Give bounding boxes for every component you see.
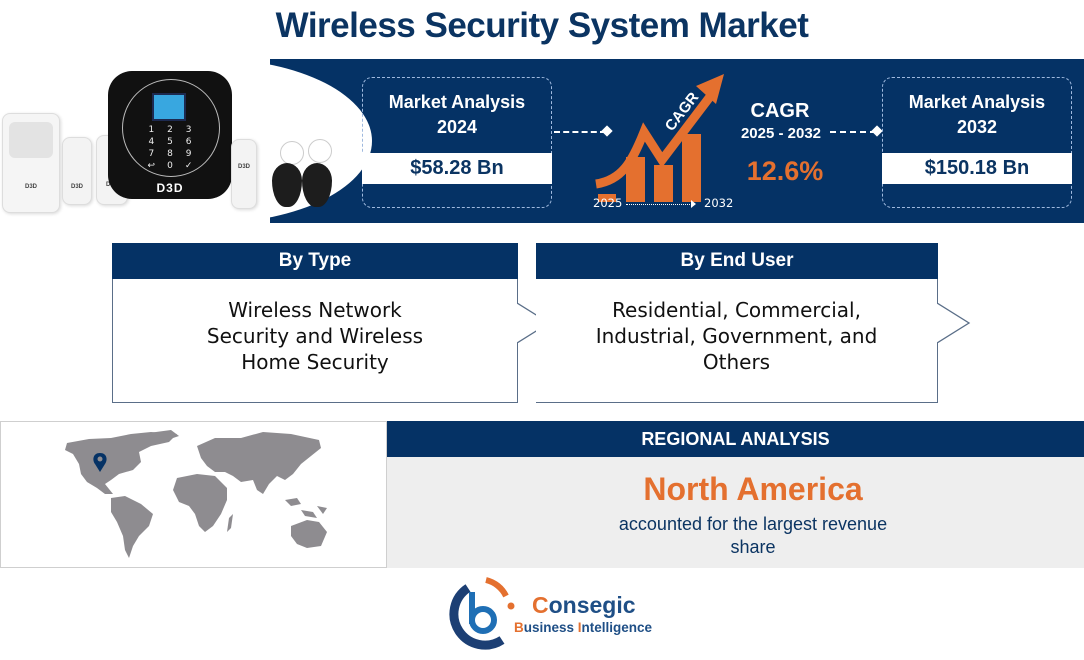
regional-analysis-heading: REGIONAL ANALYSIS bbox=[387, 421, 1084, 457]
market-2024-label: Market Analysis bbox=[388, 92, 526, 112]
region-name: North America bbox=[643, 471, 863, 507]
regional-analysis-body: North America accounted for the largest … bbox=[387, 457, 1084, 568]
hub-screen bbox=[152, 93, 186, 121]
segment-text: Wireless Network Security and Wireless H… bbox=[206, 298, 424, 374]
segment-pointer-icon bbox=[937, 303, 971, 343]
key-fob-1 bbox=[272, 163, 302, 207]
world-map-panel bbox=[0, 421, 387, 568]
consegic-logo: Consegic Business Intelligence bbox=[446, 574, 666, 654]
world-map-icon bbox=[65, 430, 327, 558]
market-2032-value: $150.18 Bn bbox=[882, 153, 1072, 184]
cagr-growth-chart-icon: CAGR bbox=[592, 72, 742, 217]
key-fob-2 bbox=[302, 163, 332, 207]
region-description: accounted for the largest revenue share bbox=[618, 514, 888, 557]
small-sensor: D3D bbox=[231, 139, 257, 209]
consegic-logo-mark-icon bbox=[449, 577, 515, 650]
market-2024-card: Market Analysis 2024 $58.28 Bn bbox=[362, 77, 552, 208]
cagr-axis-start: 2025 bbox=[593, 196, 623, 210]
logo-tagline: Business Intelligence bbox=[514, 620, 653, 635]
cagr-value: 12.6% bbox=[746, 156, 824, 186]
market-2032-card: Market Analysis 2032 $150.18 Bn bbox=[882, 77, 1072, 208]
segment-text: Residential, Commercial, Industrial, Gov… bbox=[595, 298, 878, 374]
cagr-heading: CAGR bbox=[750, 100, 810, 122]
location-pin-icon bbox=[93, 453, 107, 472]
page-title: Wireless Security System Market bbox=[275, 6, 809, 45]
alarm-hub: 1 2 3 4 5 6 7 8 9 ↩ 0 ✓ D3D bbox=[108, 71, 232, 199]
segment-heading: By End User bbox=[536, 243, 938, 279]
market-2024-value: $58.28 Bn bbox=[362, 153, 552, 184]
segment-body: Wireless Network Security and Wireless H… bbox=[112, 279, 518, 403]
door-sensor-1: D3D bbox=[62, 137, 92, 205]
fob-ring-1 bbox=[280, 141, 304, 165]
market-2024-year: 2024 bbox=[436, 117, 478, 137]
fob-ring-2 bbox=[308, 139, 332, 163]
segment-body: Residential, Commercial, Industrial, Gov… bbox=[536, 279, 938, 403]
arrow-right-icon bbox=[691, 200, 696, 208]
market-2032-year: 2032 bbox=[956, 117, 998, 137]
market-2032-label: Market Analysis bbox=[908, 92, 1046, 112]
cagr-axis-arrow bbox=[626, 204, 692, 205]
hub-ring bbox=[122, 79, 220, 177]
hub-keypad: 1 2 3 4 5 6 7 8 9 ↩ 0 ✓ bbox=[147, 125, 193, 171]
motion-sensor: D3D bbox=[2, 113, 60, 213]
connector-left bbox=[554, 131, 606, 133]
cagr-axis-end: 2032 bbox=[704, 196, 734, 210]
cagr-range: 2025 - 2032 bbox=[740, 125, 822, 142]
logo-name: Consegic bbox=[532, 592, 636, 618]
product-image: D3D D3D D3D 1 2 3 4 5 6 7 8 9 ↩ 0 ✓ D3D … bbox=[0, 59, 340, 223]
connector-right bbox=[830, 131, 876, 133]
segment-heading: By Type bbox=[112, 243, 518, 279]
segment-by-end-user: By End User Residential, Commercial, Ind… bbox=[536, 243, 971, 403]
segment-by-type: By Type Wireless Network Security and Wi… bbox=[112, 243, 551, 403]
